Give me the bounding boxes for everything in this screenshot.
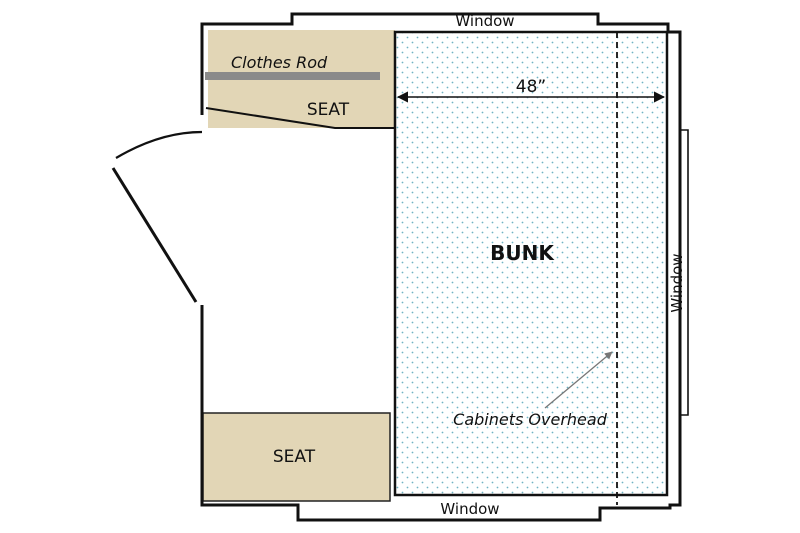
cabinets-label: Cabinets Overhead <box>453 410 608 429</box>
bunk-area <box>393 30 669 497</box>
bunk-width-label: 48” <box>516 77 546 97</box>
seat-bottom-area <box>202 412 391 502</box>
window-top-label: Window <box>455 12 514 30</box>
cabinets-pointer <box>544 351 613 409</box>
seat-bottom-label: SEAT <box>273 447 316 467</box>
seat-top-label: SEAT <box>307 100 350 120</box>
door-swing-arc <box>115 130 203 159</box>
door-leaf <box>111 167 198 303</box>
window-bottom-label: Window <box>440 500 499 518</box>
bunk-label: BUNK <box>490 241 555 265</box>
clothes-rod <box>205 72 380 80</box>
window-right-label: Window <box>668 253 686 312</box>
seat-top-edge <box>205 107 395 129</box>
clothes-rod-label: Clothes Rod <box>231 53 328 72</box>
window-right-frame <box>680 129 689 416</box>
outer-wall <box>200 12 682 522</box>
